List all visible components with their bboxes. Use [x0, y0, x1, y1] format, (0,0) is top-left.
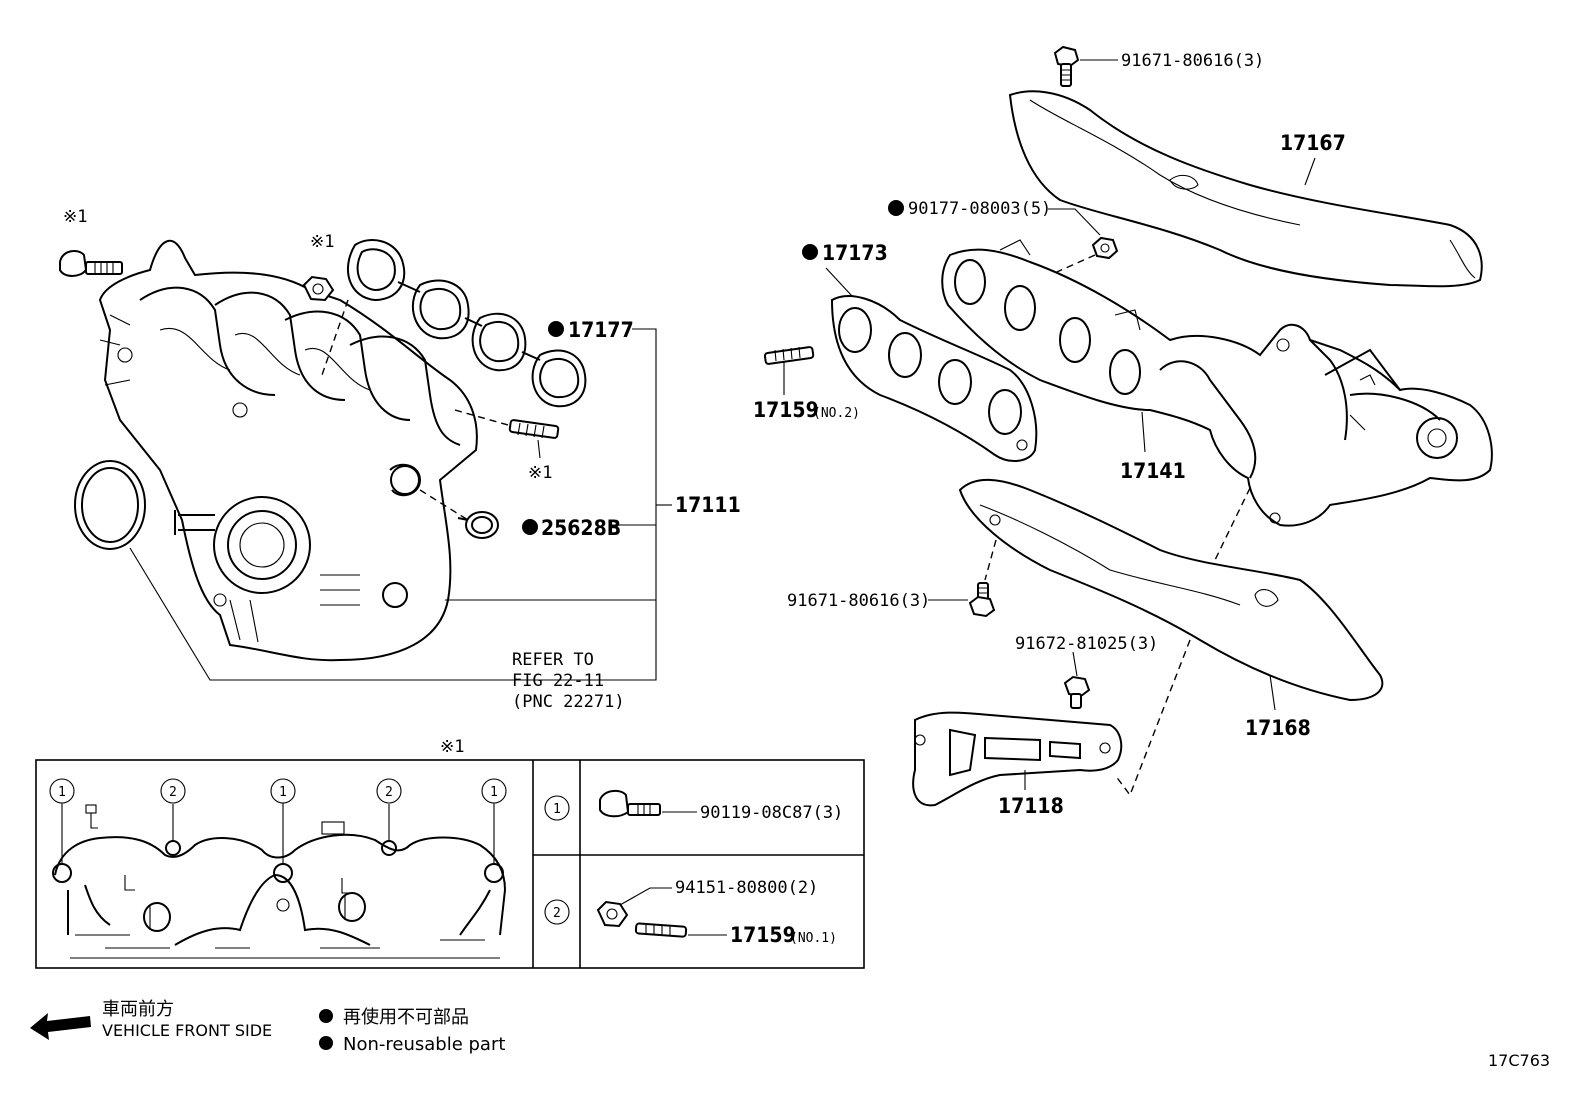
marker-2: 2 — [169, 785, 177, 800]
marker-2: 2 — [553, 906, 561, 921]
marker-1: 1 — [58, 785, 66, 800]
detail-box — [35, 759, 865, 969]
throttle-body-gasket — [74, 460, 146, 550]
nut-x1-label: ※1 — [310, 232, 334, 252]
part-17118-label: 17118 — [998, 794, 1064, 818]
part-25628B-label: 25628B — [541, 516, 621, 540]
refer-line-3: (PNC 22271) — [512, 692, 625, 712]
bolt-91672 — [1063, 675, 1091, 709]
marker-2: 2 — [385, 785, 393, 800]
part-17168-label: 17168 — [1245, 716, 1311, 740]
bolt-x1-label: ※1 — [63, 207, 87, 227]
intake-manifold-17111 — [98, 239, 478, 662]
nut-90177 — [1091, 236, 1119, 260]
legend-dot-icon — [319, 1036, 333, 1050]
detail-manifold-face — [52, 803, 507, 959]
nonreuse-dot-17177 — [548, 321, 564, 337]
vehicle-front-arrow-icon — [30, 1013, 91, 1040]
flange-bolt-x1 — [59, 249, 123, 277]
bracket-17111 — [600, 328, 657, 681]
stud-x1-label: ※1 — [528, 463, 552, 483]
intake-gasket-17177 — [346, 239, 587, 408]
detail-stud-17159 — [634, 922, 688, 938]
detail-part-94151-label: 94151-80800(2) — [675, 878, 818, 898]
stud-17159-no2 — [763, 346, 815, 365]
part-17177-label: 17177 — [568, 318, 634, 342]
part-91672-label: 91672-81025(3) — [1015, 634, 1158, 654]
marker-1: 1 — [490, 785, 498, 800]
part-17159-label: 17159 — [753, 398, 819, 422]
detail-position-markers: 1 2 1 2 1 1 2 — [49, 778, 570, 925]
nonreuse-dot-25628B — [522, 519, 538, 535]
nonreuse-en: Non-reusable part — [343, 1034, 505, 1055]
stud-x1 — [508, 419, 560, 439]
part-17173-label: 17173 — [822, 241, 888, 265]
part-90177-label: 90177-08003(5) — [908, 199, 1051, 219]
detail-marker: ※1 — [440, 737, 464, 757]
detail-part-17159-sub: (NO.1) — [790, 931, 837, 946]
exhaust-manifold-17141 — [941, 239, 1493, 527]
gasket-25628B — [457, 511, 499, 539]
nonreuse-dot-90177 — [888, 200, 904, 216]
part-91671-mid-label: 91671-80616(3) — [787, 591, 930, 611]
nonreuse-dot-17173 — [802, 244, 818, 260]
bracket-17118 — [912, 711, 1123, 807]
detail-bolt-90119 — [599, 789, 661, 818]
part-17167-label: 17167 — [1280, 131, 1346, 155]
part-17111-label: 17111 — [675, 493, 741, 517]
marker-1: 1 — [279, 785, 287, 800]
heat-insulator-17167 — [1008, 90, 1483, 288]
heat-insulator-17168 — [958, 478, 1384, 702]
refer-line-1: REFER TO — [512, 650, 594, 670]
bolt-91671-top — [1053, 45, 1080, 87]
exhaust-gasket-17173 — [830, 295, 1038, 462]
nut-x1 — [302, 275, 335, 302]
bolt-91671-mid — [968, 582, 996, 618]
nonreuse-jp: 再使用不可部品 — [343, 1007, 469, 1028]
refer-line-2: FIG 22-11 — [512, 671, 604, 691]
detail-nut-94151 — [596, 900, 629, 928]
diagram-code: 17C763 — [1488, 1051, 1550, 1070]
vehicle-front-en: VEHICLE FRONT SIDE — [102, 1021, 272, 1040]
legend-dot-icon — [319, 1009, 333, 1023]
detail-part-17159-label: 17159 — [730, 923, 796, 947]
part-91671-top-label: 91671-80616(3) — [1121, 51, 1264, 71]
marker-1: 1 — [553, 802, 561, 817]
vehicle-front-jp: 車両前方 — [102, 999, 174, 1020]
nut-dashed-leader — [321, 299, 349, 376]
part-17159-sub: (NO.2) — [813, 406, 860, 421]
part-17141-label: 17141 — [1120, 459, 1186, 483]
detail-part-90119-label: 90119-08C87(3) — [700, 803, 843, 823]
